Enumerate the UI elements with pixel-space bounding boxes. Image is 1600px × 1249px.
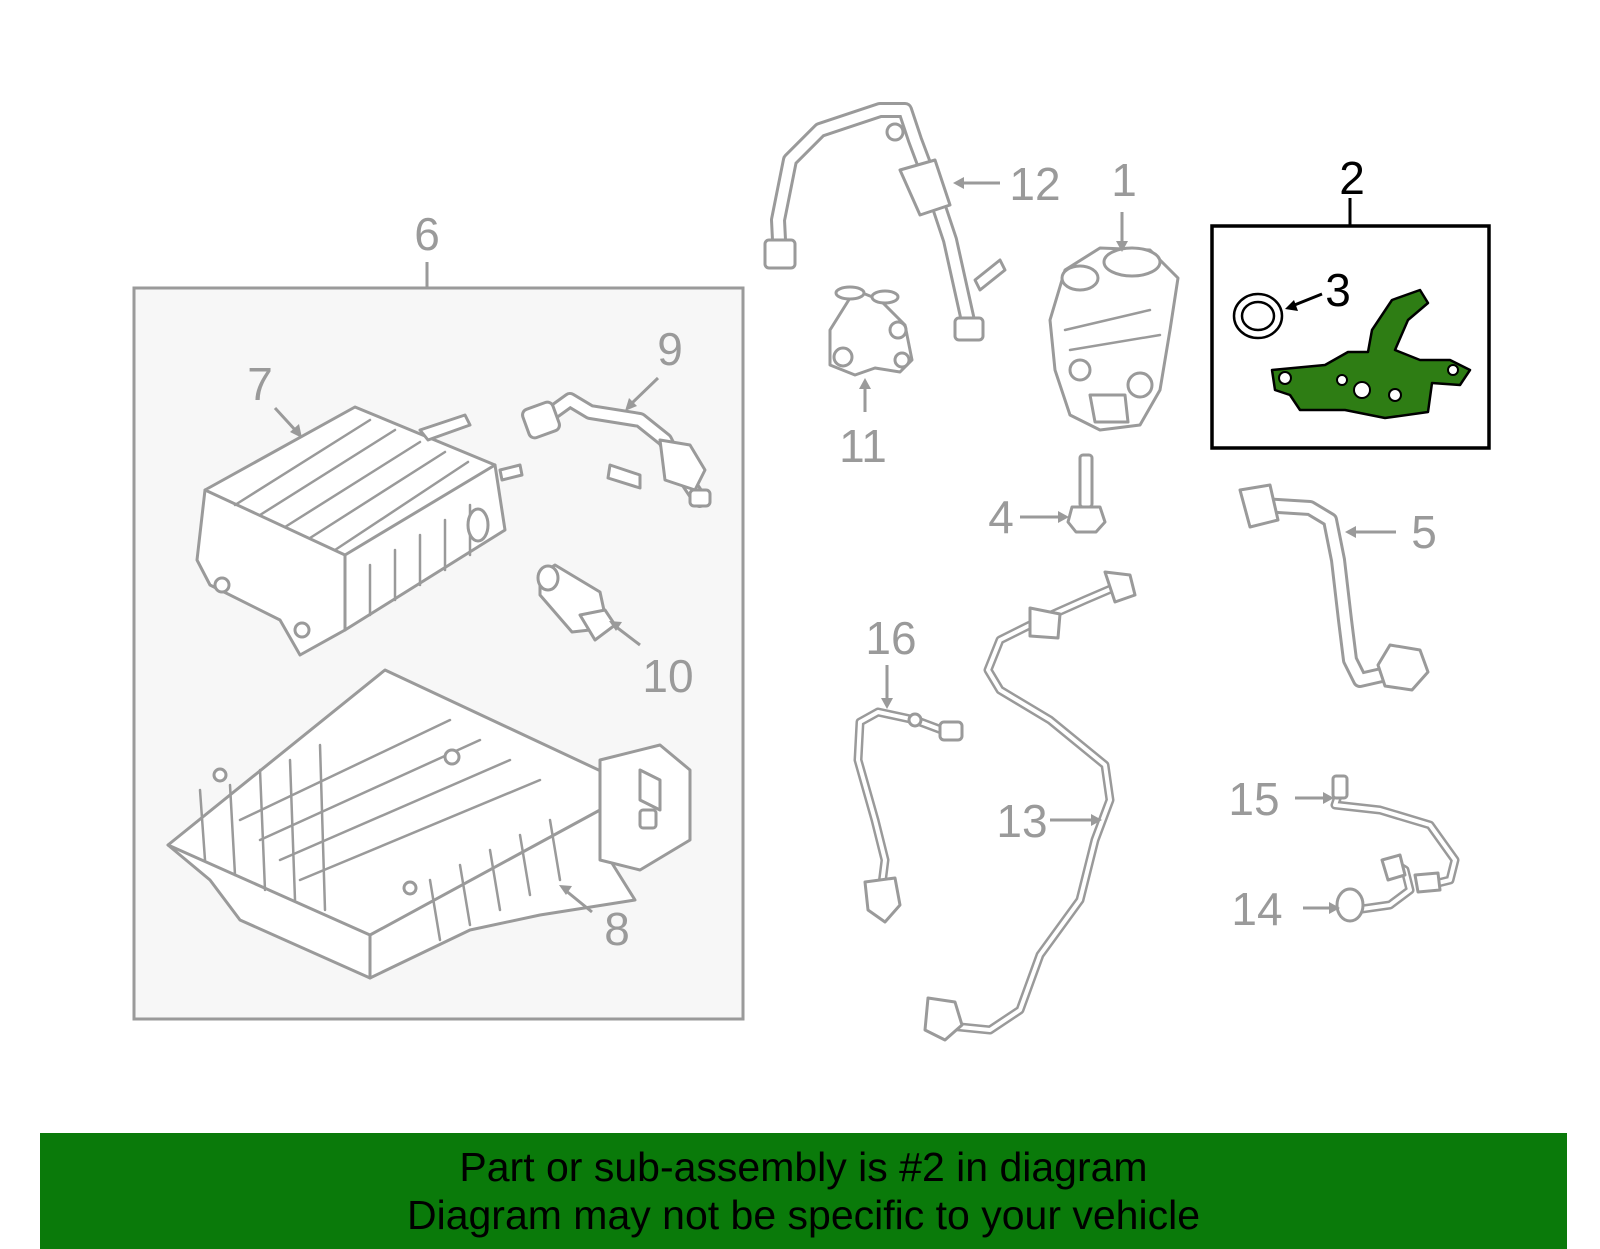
part-12-tube[interactable] [763, 102, 1007, 342]
callout-7[interactable]: 7 [247, 358, 273, 410]
part-1-valve[interactable] [1048, 246, 1180, 432]
group-6-assembly: 6 7 9 [132, 208, 745, 1021]
callout-5[interactable]: 5 [1411, 506, 1437, 558]
part-4-bolt[interactable] [1066, 453, 1107, 534]
part-13-tube[interactable] [923, 570, 1137, 1042]
part-5-tube[interactable] [1238, 483, 1430, 692]
callout-15[interactable]: 15 [1228, 773, 1279, 825]
callout-6[interactable]: 6 [414, 208, 440, 260]
banner-line-1: Part or sub-assembly is #2 in diagram [459, 1144, 1148, 1190]
callout-2[interactable]: 2 [1339, 152, 1365, 204]
banner-line-2: Diagram may not be specific to your vehi… [406, 1192, 1200, 1238]
part-7-canister[interactable] [195, 405, 524, 657]
callout-8[interactable]: 8 [604, 903, 630, 955]
callout-3[interactable]: 3 [1325, 264, 1351, 316]
info-banner: Part or sub-assembly is #2 in diagram Di… [40, 1133, 1567, 1249]
part-2-assembly[interactable]: 2 3 [1210, 152, 1491, 450]
callout-1[interactable]: 1 [1111, 154, 1137, 206]
part-16-sensor[interactable] [853, 707, 964, 924]
callout-12[interactable]: 12 [1009, 158, 1060, 210]
part-3-oring[interactable] [1232, 292, 1284, 340]
callout-14[interactable]: 14 [1231, 883, 1282, 935]
callout-9[interactable]: 9 [657, 323, 683, 375]
callout-16[interactable]: 16 [865, 612, 916, 664]
callout-11[interactable]: 11 [839, 420, 887, 472]
part-14-grommet-wire[interactable] [1335, 853, 1415, 923]
callout-13[interactable]: 13 [996, 795, 1047, 847]
part-8-tray[interactable] [166, 668, 692, 980]
part-9-hose[interactable] [521, 392, 712, 508]
part-2-highlighted-component[interactable] [1270, 288, 1472, 420]
part-10-valve[interactable] [536, 563, 617, 642]
part-15-sensor-wire[interactable] [1330, 774, 1460, 894]
callout-10[interactable]: 10 [642, 650, 693, 702]
part-11-fitting[interactable] [828, 285, 914, 377]
callout-4[interactable]: 4 [988, 491, 1014, 543]
